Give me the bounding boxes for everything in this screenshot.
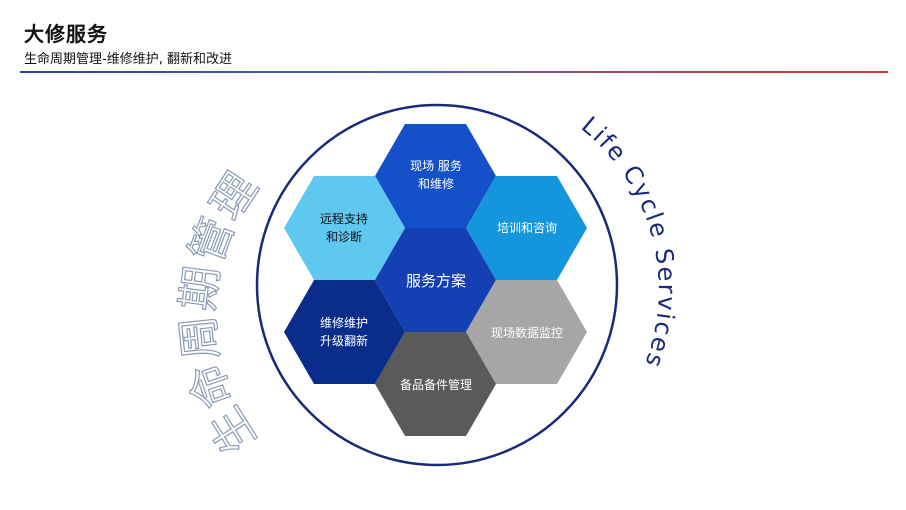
hex-lower-right[interactable]: 现场数据监控 (466, 280, 587, 384)
page-subtitle: 生命周期管理-维修维护, 翻新和改进 (24, 52, 232, 67)
hex-upper-left-line1: 远程支持 (320, 211, 368, 226)
hex-top-shape (375, 124, 496, 228)
hex-upper-left-shape (284, 176, 405, 280)
hex-bottom[interactable]: 备品备件管理 (375, 332, 496, 436)
hex-upper-right-line1: 培训和咨询 (497, 220, 557, 235)
hex-center-shape (375, 228, 496, 332)
right-arc-text: Life Cycle Services (576, 111, 681, 373)
hex-upper-right[interactable]: 培训和咨询 (466, 176, 587, 280)
right-arc-textpath: Life Cycle Services (576, 111, 679, 373)
hex-bottom-shape (375, 332, 496, 436)
hex-upper-left[interactable]: 远程支持 和诊断 (284, 176, 405, 280)
hex-lower-left-line2: 升级翻新 (320, 333, 368, 348)
hex-center[interactable]: 服务方案 (375, 228, 496, 332)
hex-lower-left[interactable]: 维修维护 升级翻新 (284, 280, 405, 384)
left-arc-textpath: 生命周期管理 (172, 162, 268, 463)
hex-center-label: 服务方案 (406, 272, 466, 290)
hex-top-line2: 和维修 (418, 176, 454, 191)
hex-upper-left-line2: 和诊断 (326, 229, 362, 244)
hex-lower-right-line1: 现场数据监控 (491, 325, 563, 340)
hex-top[interactable]: 现场 服务 和维修 (375, 124, 496, 228)
hex-lower-left-shape (284, 280, 405, 384)
left-arc-text: 生命周期管理 (173, 162, 270, 462)
header-divider (20, 71, 888, 73)
hex-top-line1: 现场 服务 (410, 158, 462, 173)
hex-lower-right-shape (466, 280, 587, 384)
page-title: 大修服务 (24, 22, 108, 46)
outer-ring (255, 103, 619, 467)
hex-lower-left-line1: 维修维护 (320, 315, 368, 330)
hex-bottom-line1: 备品备件管理 (400, 377, 472, 392)
hex-upper-right-shape (466, 176, 587, 280)
